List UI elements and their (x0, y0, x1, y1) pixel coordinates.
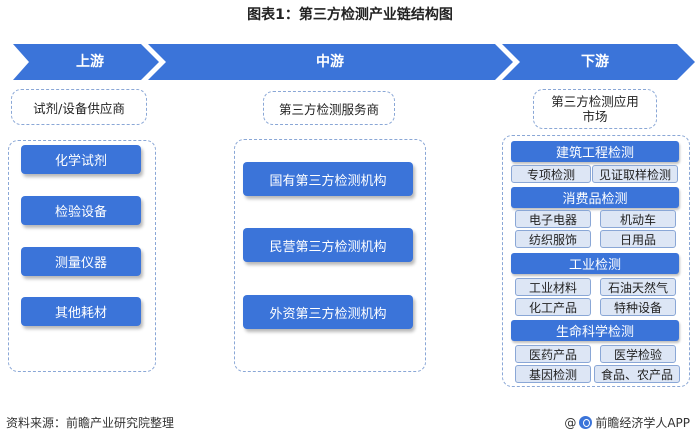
midstream-arrow (148, 44, 513, 80)
subitem-oil-gas: 石油天然气 (600, 278, 676, 296)
subitem-special-inspection: 专项检测 (511, 165, 591, 183)
subitem-chemical-products: 化工产品 (515, 298, 591, 316)
source-note: 资料来源：前瞻产业研究院整理 (6, 416, 175, 430)
upstream-category-box (11, 89, 147, 125)
brand-name: 前瞻经济学人APP (595, 416, 690, 430)
brand-credit: @ 前瞻经济学人APP (564, 414, 690, 431)
subitem-food-agri: 食品、农产品 (594, 365, 680, 383)
stage-arrows (13, 44, 695, 80)
upstream-item-chemical-reagents: 化学试剂 (21, 145, 141, 174)
downstream-category-box (533, 89, 657, 129)
subitem-pharmaceuticals: 医药产品 (515, 345, 591, 363)
midstream-category: 第三方检测服务商 (278, 101, 379, 117)
subitem-motor-vehicles: 机动车 (600, 210, 676, 228)
downstream-category-line1: 第三方检测应用 (551, 94, 639, 109)
downstream-category: 第三方检测应用 市场 (533, 89, 657, 129)
subitem-genetic-testing: 基因检测 (515, 365, 591, 383)
section-life-sciences: 生命科学检测 (511, 320, 679, 341)
midstream-category-box (263, 91, 395, 125)
subitem-textiles: 纺织服饰 (515, 230, 591, 248)
midstream-item-private: 民营第三方检测机构 (243, 228, 413, 262)
upstream-category: 试剂/设备供应商 (33, 100, 125, 116)
subitem-industrial-materials: 工业材料 (515, 278, 591, 296)
downstream-category-line2: 市场 (582, 109, 608, 124)
downstream-arrow (502, 44, 695, 80)
midstream-item-state-owned: 国有第三方检测机构 (243, 162, 413, 196)
section-consumer-goods: 消费品检测 (511, 187, 679, 208)
stage-label-midstream: 中游 (316, 54, 344, 70)
upstream-item-other-consumables: 其他耗材 (21, 297, 141, 326)
page-title: 图表1：第三方检测产业链结构图 (247, 7, 453, 23)
section-construction: 建筑工程检测 (511, 141, 679, 162)
section-industrial: 工业检测 (511, 253, 679, 274)
subitem-medical-testing: 医学检验 (600, 345, 676, 363)
subitem-special-equipment: 特种设备 (600, 298, 676, 316)
subitem-daily-goods: 日用品 (600, 230, 676, 248)
stage-label-downstream: 下游 (581, 54, 609, 70)
stage-label-upstream: 上游 (76, 54, 104, 70)
upstream-item-measuring-instruments: 测量仪器 (21, 247, 141, 276)
at-symbol: @ (564, 415, 577, 430)
midstream-item-foreign: 外资第三方检测机构 (243, 295, 413, 329)
subitem-witness-sampling: 见证取样检测 (592, 165, 678, 183)
brand-logo-icon (579, 416, 593, 429)
upstream-item-inspection-equipment: 检验设备 (21, 196, 141, 225)
upstream-arrow (13, 44, 159, 80)
subitem-electronics: 电子电器 (515, 210, 591, 228)
